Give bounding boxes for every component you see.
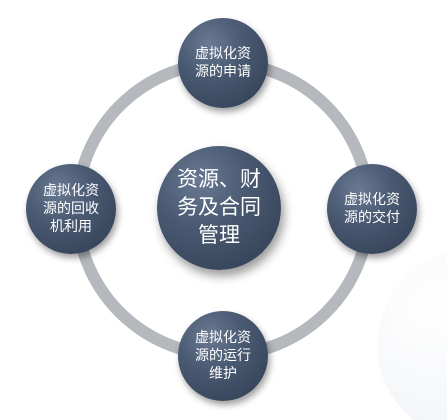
node-request-label: 虚拟化资 源的申请: [195, 45, 251, 80]
node-recycle: 虚拟化资 源的回收 机利用: [26, 164, 116, 254]
center-node-label: 资源、财 务及合同 管理: [177, 167, 261, 247]
center-node: 资源、财 务及合同 管理: [157, 146, 281, 270]
node-delivery-label: 虚拟化资 源的交付: [344, 191, 400, 226]
node-recycle-label: 虚拟化资 源的回收 机利用: [43, 182, 99, 236]
node-operation: 虚拟化资 源的运行 维护: [178, 311, 268, 401]
node-operation-label: 虚拟化资 源的运行 维护: [195, 329, 251, 383]
node-delivery: 虚拟化资 源的交付: [327, 164, 417, 254]
node-request: 虚拟化资 源的申请: [178, 18, 268, 108]
